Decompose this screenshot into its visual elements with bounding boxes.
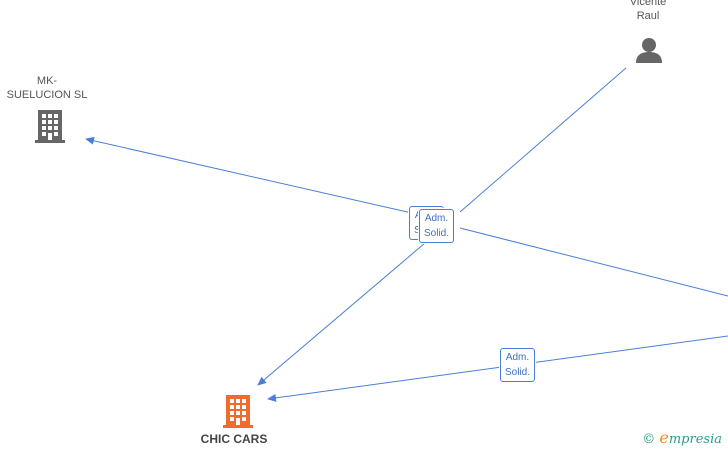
- empresia-watermark: © empresia: [642, 428, 722, 447]
- person-label-line1: Vicente: [629, 0, 667, 8]
- person-node-label[interactable]: Vicente Raul: [608, 0, 688, 23]
- edge-label-line1: Adm.: [424, 213, 449, 224]
- building-icon[interactable]: [34, 108, 66, 144]
- copyright-symbol: ©: [642, 432, 656, 447]
- edge-person-to-hub: [459, 67, 627, 213]
- edge-right-to-chic: [267, 335, 728, 402]
- edge-label-line2: Solid.: [505, 367, 531, 378]
- edge-label-adm-solid-lower[interactable]: Adm. Solid.: [500, 348, 536, 382]
- building-icon[interactable]: [222, 393, 254, 429]
- edge-hub-to-chic: [257, 242, 426, 386]
- mk-label-line1: MK-: [36, 75, 58, 87]
- mk-node-label[interactable]: MK- SUELUCION SL: [2, 74, 92, 102]
- edge-label-adm-solid-front[interactable]: Adm. Solid.: [419, 209, 455, 243]
- edge-hub-to-mk: [85, 136, 426, 217]
- mk-label-line2: SUELUCION SL: [6, 89, 88, 101]
- edge-label-line1: Adm.: [505, 352, 530, 363]
- brand-name: mpresia: [668, 432, 722, 447]
- chic-node-label[interactable]: CHIC CARS: [200, 432, 268, 446]
- edge-hub-to-right: [459, 227, 728, 297]
- edge-label-line2: Solid.: [424, 228, 450, 239]
- brand-initial: e: [659, 428, 669, 447]
- person-icon[interactable]: [634, 36, 664, 64]
- person-label-line2: Raul: [636, 10, 660, 22]
